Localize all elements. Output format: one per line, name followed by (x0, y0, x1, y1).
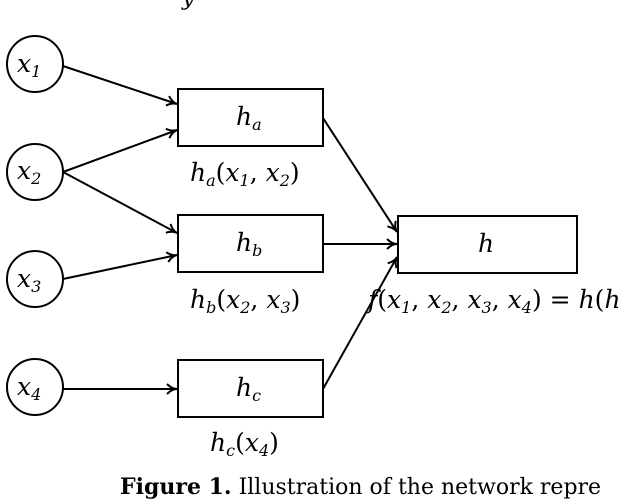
input-node-x2 (6, 143, 64, 201)
annotation-output: f(x1, x2, x3, x4) = h(h (368, 285, 621, 317)
input-label-x4: x4 (17, 372, 42, 404)
edge-x2-hb (62, 171, 178, 234)
output-label-h: h (478, 229, 495, 258)
input-node-x4 (6, 358, 64, 416)
caption-text: Illustration of the network repre (238, 475, 602, 500)
input-node-x1 (6, 35, 64, 93)
hidden-node-hb (177, 214, 324, 273)
edge-x1-ha (62, 65, 178, 107)
annotation-ha: ha(x1, x2) (190, 158, 300, 190)
figure-caption: Figure 1. Illustration of the network re… (120, 474, 601, 500)
hidden-label-ha: ha (236, 102, 262, 134)
hidden-label-hc: hc (236, 373, 262, 405)
input-label-x1: x1 (17, 49, 42, 81)
hidden-label-hb: hb (236, 228, 263, 260)
caption-figure-number: Figure 1. (120, 474, 232, 500)
top-fragment-text: y (182, 0, 194, 11)
input-node-x3 (6, 250, 64, 308)
edge-hc-h (322, 256, 398, 390)
output-node-h (397, 215, 578, 274)
input-label-x2: x2 (17, 156, 42, 188)
edge-x2-ha (62, 127, 178, 173)
hidden-node-hc (177, 359, 324, 418)
input-label-x3: x3 (17, 264, 42, 296)
annotation-hb: hb(x2, x3) (190, 285, 301, 317)
edge-x3-hb (62, 251, 178, 280)
edge-ha-h (322, 117, 398, 233)
annotation-hc: hc(x4) (210, 428, 279, 460)
hidden-node-ha (177, 88, 324, 147)
